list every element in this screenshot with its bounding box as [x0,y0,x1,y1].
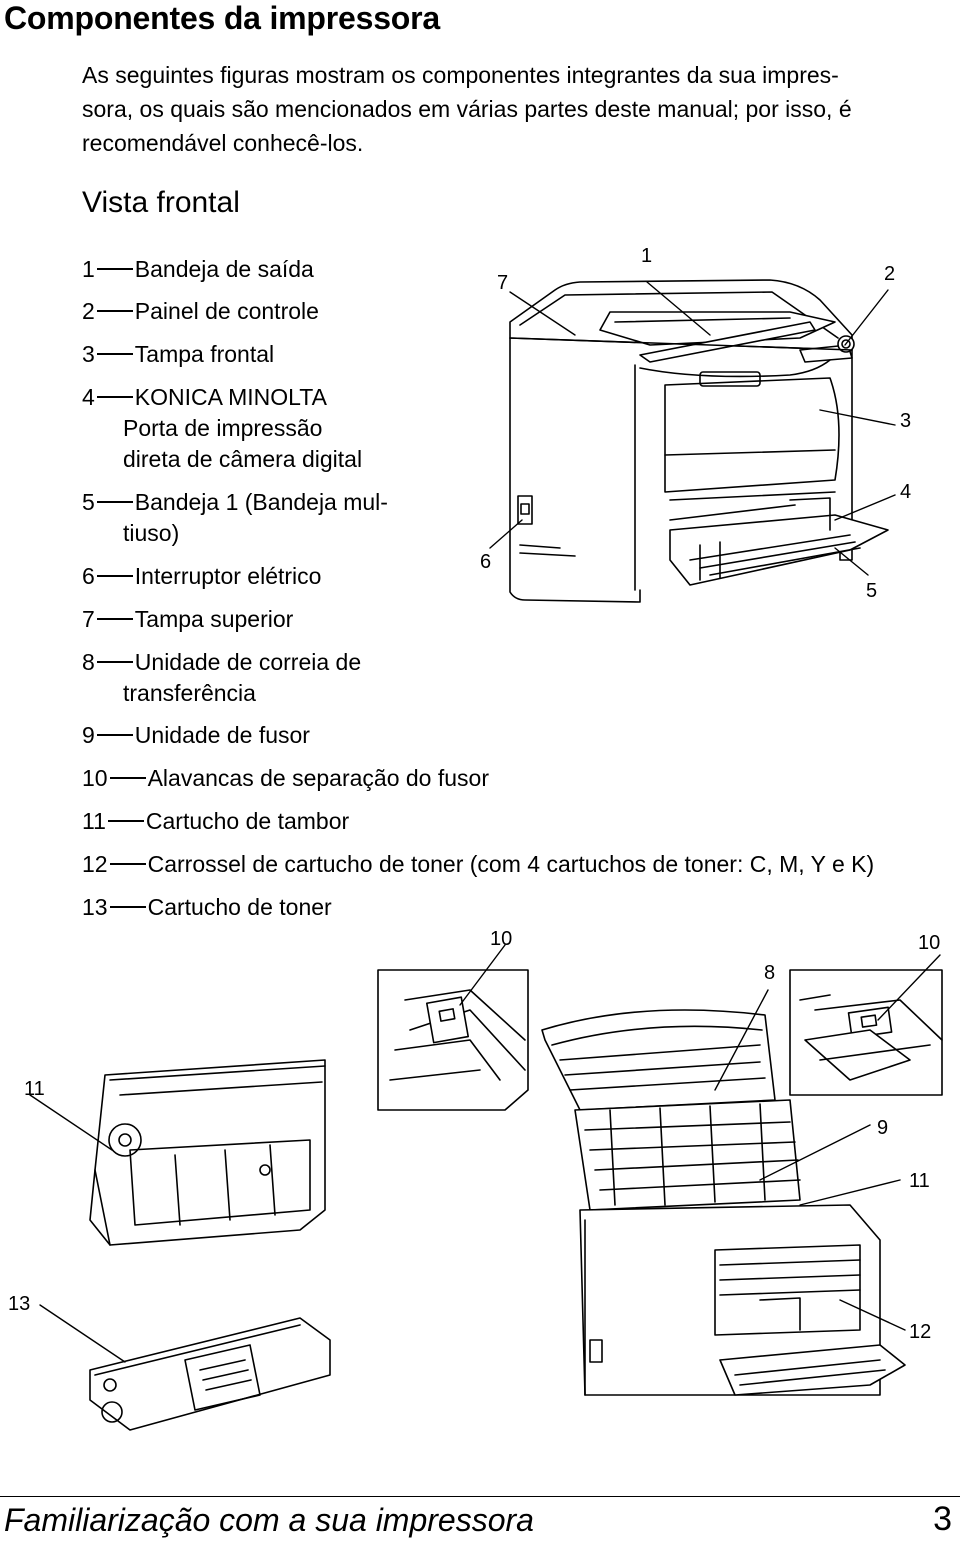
intro-line: As seguintes figuras mostram os componen… [82,62,839,88]
callout-11: 11 [24,1078,45,1100]
drum-cartridge-drawing [29,1059,326,1246]
callout-9: 9 [877,1117,889,1139]
callout-11: 11 [909,1170,930,1192]
callout-8: 8 [764,962,776,984]
front-view-printer-drawing [489,279,896,603]
page-title: Componentes da impressora [4,0,441,36]
callout-1: 1 [641,245,653,267]
footer-divider [0,1496,960,1497]
callout-12: 12 [909,1321,932,1343]
callout-6: 6 [480,551,492,573]
fuser-lever-inset-left [377,944,529,1111]
callout-3: 3 [900,410,912,432]
toner-cartridge-drawing [39,1304,331,1431]
callout-10: 10 [918,932,941,954]
callout-4: 4 [900,481,912,503]
callout-7: 7 [497,272,509,294]
callout-2: 2 [884,263,896,285]
page-number: 3 [933,1500,952,1538]
intro-paragraph: As seguintes figuras mostram os componen… [82,58,942,160]
callout-5: 5 [866,580,878,602]
section-subtitle: Vista frontal [82,186,240,219]
interior-open-printer-drawing [541,989,906,1396]
intro-line: sora, os quais são mencionados em várias… [82,96,852,122]
callout-13: 13 [8,1293,31,1315]
callout-10: 10 [490,928,513,950]
fuser-lever-inset-right [789,954,943,1096]
intro-line: recomendável conhecê-los. [82,130,364,156]
footer-chapter-title: Familiarização com a sua impressora [4,1502,534,1538]
